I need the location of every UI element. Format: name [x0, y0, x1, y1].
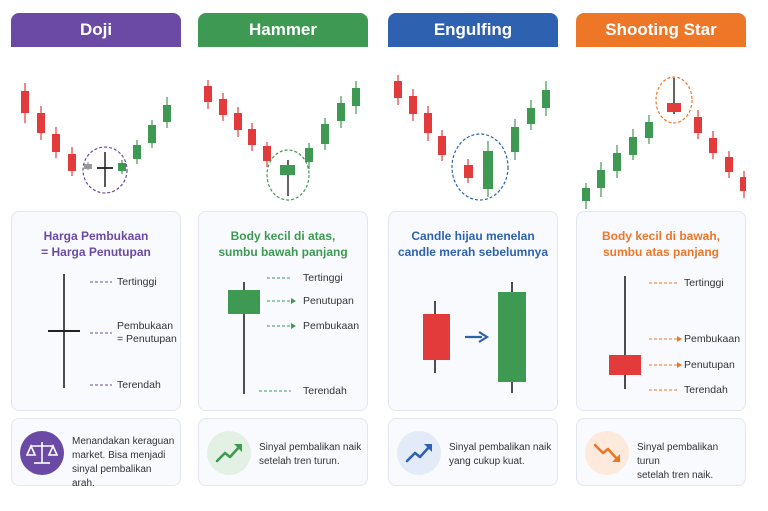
uptrend-candles: [118, 97, 171, 174]
engulfing-description-panel: Candle hijau menelan candle merah sebelu…: [388, 211, 558, 411]
shooting-star-note: Sinyal pembalikan turun setelah tren nai…: [637, 442, 719, 481]
doji-note: Menandakan keraguan market. Bisa menjadi…: [72, 436, 175, 489]
hammer-highlight-circle: [266, 149, 310, 201]
uptrend-candles: [582, 115, 653, 209]
card-title-hammer: Hammer: [198, 13, 368, 47]
label-high: Tertinggi: [303, 272, 343, 284]
uptrend-candles: [305, 81, 360, 169]
engulfing-note-panel: Sinyal pembalikan naik yang cukup kuat.: [388, 418, 558, 486]
bull-candle: [305, 148, 313, 162]
card-title-doji: Doji: [11, 13, 181, 47]
doji-pattern-chart: [11, 47, 181, 211]
bull-candle: [163, 105, 171, 122]
trend-up-icon: [397, 431, 441, 475]
bull-candle: [629, 137, 637, 155]
hammer-candle: [280, 160, 295, 196]
bear-candle: [740, 177, 746, 191]
doji-highlight-circle: [82, 146, 128, 194]
bull-candle: [613, 153, 621, 171]
doji-description-panel: Harga Pembukaan = Harga Penutupan Tertin…: [11, 211, 181, 411]
label-close: = Penutupan: [117, 333, 177, 345]
bull-candle: [118, 163, 126, 171]
doji-description: Harga Pembukaan = Harga Penutupan: [41, 229, 151, 259]
bear-candle: [694, 117, 702, 133]
doji-anatomy-diagram: [48, 274, 112, 388]
label-close: Penutupan: [684, 359, 735, 371]
bear-candle: [21, 91, 29, 113]
card-shooting-star: Shooting Star Body kecil di bawah, sumbu: [576, 13, 746, 486]
engulfing-note: Sinyal pembalikan naik yang cukup kuat.: [449, 442, 552, 467]
grey-candle: [84, 164, 92, 169]
downtrend-candles: [694, 110, 746, 198]
downtrend-candles: [394, 75, 446, 161]
bear-candle: [37, 113, 45, 133]
doji-note-panel: Menandakan keraguan market. Bisa menjadi…: [11, 418, 181, 489]
hammer-description-panel: Body kecil di atas, sumbu bawah panjang …: [198, 211, 368, 411]
bull-candle: [148, 125, 156, 143]
hammer-anatomy-diagram: [228, 277, 296, 394]
balance-scale-icon: [20, 431, 64, 475]
bear-candle: [263, 146, 271, 161]
shooting-star-candle: [667, 78, 681, 114]
bull-candle: [527, 108, 535, 124]
shooting-star-description-panel: Body kecil di bawah, sumbu atas panjang …: [576, 211, 746, 411]
bull-candle: [542, 90, 550, 108]
shooting-star-highlight-circle: [655, 76, 693, 124]
label-low: Terendah: [117, 379, 161, 391]
card-title-shooting-star: Shooting Star: [576, 13, 746, 47]
engulfing-pattern-chart: [388, 47, 558, 211]
label-open: Pembukaan: [303, 320, 360, 332]
bear-candle: [394, 81, 402, 98]
label-high: Tertinggi: [117, 276, 157, 288]
hammer-pattern-chart: [198, 47, 368, 211]
bear-candle: [248, 129, 256, 145]
engulfing-anatomy-diagram: [423, 282, 526, 393]
bull-candle: [511, 127, 519, 152]
trend-up-icon: [207, 431, 251, 475]
engulfing-description: Candle hijau menelan candle merah sebelu…: [397, 229, 549, 259]
bear-candle: [219, 99, 227, 115]
trend-down-icon: [585, 431, 629, 475]
bear-candle: [709, 138, 717, 153]
bear-candle: [438, 136, 446, 155]
label-open: Pembukaan: [684, 333, 741, 345]
bear-candle: [52, 134, 60, 152]
engulfing-highlight-circle: [451, 133, 509, 201]
card-engulfing: Engulfing Candle hijau menelan can: [388, 13, 558, 486]
label-open: Pembukaan: [117, 320, 174, 332]
card-doji: Doji Harga Pembukaan = Harga Penutupan: [11, 13, 181, 489]
bear-candle: [409, 96, 417, 114]
label-low: Terendah: [303, 385, 347, 397]
bull-candle: [133, 145, 141, 159]
doji-candle: [97, 152, 113, 187]
hammer-note: Sinyal pembalikan naik setelah tren turu…: [259, 442, 362, 467]
bull-candle: [321, 124, 329, 144]
bull-candle: [582, 188, 590, 201]
uptrend-candles: [511, 81, 550, 160]
bear-candle: [204, 86, 212, 102]
card-title-engulfing: Engulfing: [388, 13, 558, 47]
label-low: Terendah: [684, 384, 728, 396]
bear-candle: [234, 113, 242, 130]
hammer-note-panel: Sinyal pembalikan naik setelah tren turu…: [198, 418, 368, 486]
downtrend-candles: [204, 80, 271, 167]
bear-candle: [725, 157, 733, 172]
bear-candle: [424, 113, 432, 133]
label-high: Tertinggi: [684, 277, 724, 289]
shooting-star-note-panel: Sinyal pembalikan turun setelah tren nai…: [576, 418, 746, 486]
hammer-description: Body kecil di atas, sumbu bawah panjang: [218, 229, 348, 259]
downtrend-candles: [21, 83, 92, 176]
shooting-star-description: Body kecil di bawah, sumbu atas panjang: [601, 229, 721, 259]
bull-candle: [597, 170, 605, 188]
bull-candle: [352, 88, 360, 106]
shooting-star-anatomy-diagram: [609, 276, 682, 391]
engulfing-candles: [464, 141, 493, 197]
bear-candle: [68, 154, 76, 171]
bull-candle: [337, 103, 345, 121]
label-close: Penutupan: [303, 295, 354, 307]
card-hammer: Hammer Body kecil di atas, sumbu bawah p…: [198, 13, 368, 486]
bull-candle: [645, 122, 653, 138]
shooting-star-pattern-chart: [576, 47, 746, 211]
